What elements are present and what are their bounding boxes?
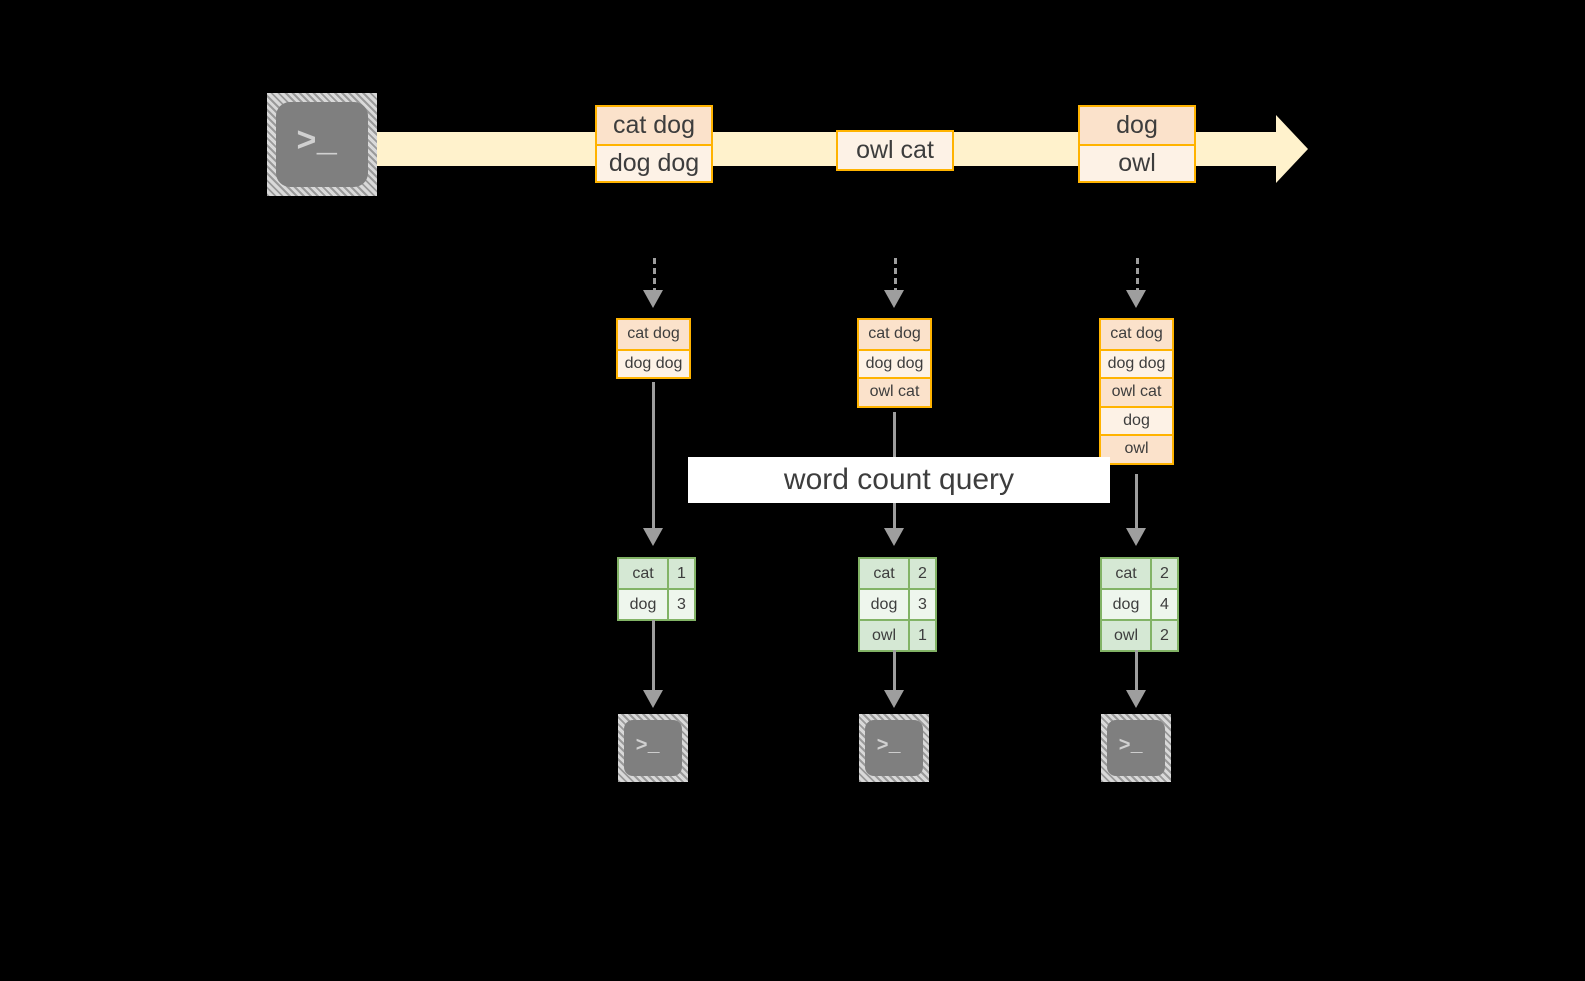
result-table-1[interactable]: cat 1 dog 3 xyxy=(617,557,696,621)
state-to-result-arrowhead-3 xyxy=(1126,528,1146,546)
event-stream-arrowhead xyxy=(1276,115,1308,183)
table-row: owl 1 xyxy=(860,619,935,650)
state-line: cat dog xyxy=(618,320,689,349)
terminal-screen: >_ xyxy=(865,720,923,776)
state-to-result-arrowhead-2 xyxy=(884,528,904,546)
terminal-prompt-glyph: >_ xyxy=(296,123,338,162)
sink-terminal-icon-3[interactable]: >_ xyxy=(1101,714,1171,782)
result-table-3[interactable]: cat 2 dog 4 owl 2 xyxy=(1100,557,1179,652)
stream-event-line: cat dog xyxy=(597,107,711,144)
table-row: cat 2 xyxy=(1102,559,1177,588)
word-cell: cat xyxy=(1102,559,1150,588)
stream-event-line: dog xyxy=(1080,107,1194,144)
stream-to-state-connector-2 xyxy=(894,258,897,294)
state-line: dog dog xyxy=(618,348,689,377)
word-cell: owl xyxy=(1102,621,1150,650)
table-row: dog 3 xyxy=(860,588,935,619)
stream-event-line: owl cat xyxy=(838,132,952,169)
state-line: dog dog xyxy=(1101,348,1172,377)
stream-event-line: owl xyxy=(1080,144,1194,181)
stream-event-line: dog dog xyxy=(597,144,711,181)
terminal-screen: >_ xyxy=(624,720,682,776)
state-line: cat dog xyxy=(1101,320,1172,349)
word-cell: dog xyxy=(860,590,908,619)
query-banner-label: word count query xyxy=(783,463,1015,496)
terminal-prompt-glyph: >_ xyxy=(635,734,660,758)
result-to-sink-arrowhead-3 xyxy=(1126,690,1146,708)
stream-event-box-2[interactable]: owl cat xyxy=(836,130,954,171)
state-line: dog xyxy=(1101,405,1172,434)
stream-event-box-1[interactable]: cat dog dog dog xyxy=(595,105,713,183)
state-line: owl xyxy=(1101,434,1172,463)
state-to-result-connector-3 xyxy=(1135,474,1138,534)
word-cell: cat xyxy=(619,559,667,588)
state-box-2[interactable]: cat dog dog dog owl cat xyxy=(857,318,932,408)
stream-to-state-connector-1 xyxy=(653,258,656,294)
count-cell: 3 xyxy=(667,590,694,619)
word-cell: dog xyxy=(1102,590,1150,619)
state-line: cat dog xyxy=(859,320,930,349)
result-to-sink-connector-3 xyxy=(1135,650,1138,696)
source-terminal-icon[interactable]: >_ xyxy=(267,93,377,196)
state-box-1[interactable]: cat dog dog dog xyxy=(616,318,691,379)
count-cell: 2 xyxy=(908,559,935,588)
word-cell: owl xyxy=(860,621,908,650)
word-cell: dog xyxy=(619,590,667,619)
stream-event-box-3[interactable]: dog owl xyxy=(1078,105,1196,183)
state-to-result-arrowhead-1 xyxy=(643,528,663,546)
stream-to-state-arrowhead-2 xyxy=(884,290,904,308)
stream-to-state-arrowhead-1 xyxy=(643,290,663,308)
result-to-sink-connector-2 xyxy=(893,650,896,696)
result-to-sink-arrowhead-2 xyxy=(884,690,904,708)
table-row: dog 4 xyxy=(1102,588,1177,619)
count-cell: 1 xyxy=(667,559,694,588)
state-to-result-connector-1 xyxy=(652,382,655,534)
table-row: dog 3 xyxy=(619,588,694,619)
count-cell: 2 xyxy=(1150,621,1177,650)
terminal-screen: >_ xyxy=(1107,720,1165,776)
table-row: cat 2 xyxy=(860,559,935,588)
count-cell: 3 xyxy=(908,590,935,619)
count-cell: 1 xyxy=(908,621,935,650)
table-row: cat 1 xyxy=(619,559,694,588)
count-cell: 4 xyxy=(1150,590,1177,619)
result-to-sink-arrowhead-1 xyxy=(643,690,663,708)
stream-to-state-arrowhead-3 xyxy=(1126,290,1146,308)
state-line: owl cat xyxy=(1101,377,1172,406)
word-cell: cat xyxy=(860,559,908,588)
state-box-3[interactable]: cat dog dog dog owl cat dog owl xyxy=(1099,318,1174,465)
stream-to-state-connector-3 xyxy=(1136,258,1139,294)
state-line: dog dog xyxy=(859,348,930,377)
query-banner: word count query xyxy=(688,457,1110,503)
result-to-sink-connector-1 xyxy=(652,620,655,696)
count-cell: 2 xyxy=(1150,559,1177,588)
result-table-2[interactable]: cat 2 dog 3 owl 1 xyxy=(858,557,937,652)
terminal-prompt-glyph: >_ xyxy=(1118,734,1143,758)
terminal-prompt-glyph: >_ xyxy=(876,734,901,758)
sink-terminal-icon-2[interactable]: >_ xyxy=(859,714,929,782)
terminal-screen: >_ xyxy=(276,102,368,187)
sink-terminal-icon-1[interactable]: >_ xyxy=(618,714,688,782)
table-row: owl 2 xyxy=(1102,619,1177,650)
state-line: owl cat xyxy=(859,377,930,406)
